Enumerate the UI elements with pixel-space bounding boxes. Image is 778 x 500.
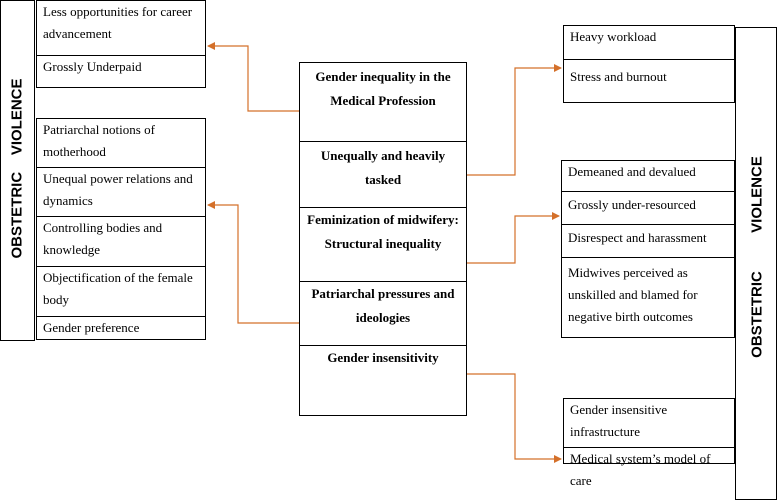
right-top-box: Heavy workload Stress and burnout [563,25,735,103]
center-item-gender-insensitivity: Gender insensitivity [300,345,466,417]
list-item: Patriarchal notions of motherhood [43,122,155,159]
list-item: Objectification of the female body [37,266,205,316]
center-item-gender-inequality: Gender inequality in the Medical Profess… [315,69,451,108]
list-item: Less opportunities for career advancemen… [43,4,193,41]
left-obstetric-violence-band [0,0,35,341]
center-item-unequally-tasked: Unequally and heavily tasked [300,141,466,207]
arrow-to-patriarchal-box [207,201,299,324]
list-item: Grossly under-resourced [562,191,734,224]
list-item: Midwives perceived as unskilled and blam… [562,257,734,339]
right-obstetric-violence-band [735,27,777,500]
list-item: Stress and burnout [564,59,734,104]
list-item: Medical system’s model of care [564,447,734,488]
list-item: Unequal power relations and dynamics [37,167,205,216]
arrow-to-demeaned-box [467,212,560,264]
list-item: Grossly Underpaid [37,55,205,89]
arrow-to-infrastructure-box [467,373,562,463]
list-item: Gender insensitive infrastructure [570,402,668,439]
list-item: Gender preference [37,316,205,341]
list-item: Demeaned and devalued [568,164,696,179]
right-bottom-box: Gender insensitive infrastructure Medica… [563,398,735,488]
list-item: Heavy workload [570,29,657,44]
arrow-to-career-box [207,42,299,112]
left-bottom-box: Patriarchal notions of motherhood Unequa… [36,118,206,340]
center-item-patriarchal-pressures: Patriarchal pressures and ideologies [300,281,466,345]
center-box: Gender inequality in the Medical Profess… [299,62,467,416]
list-item: Controlling bodies and knowledge [37,216,205,266]
left-top-box: Less opportunities for career advancemen… [36,0,206,88]
arrow-to-workload-box [467,64,562,176]
center-item-feminization: Feminization of midwifery: Structural in… [300,207,466,281]
list-item: Disrespect and harassment [562,224,734,257]
right-middle-box: Demeaned and devalued Grossly under-reso… [561,160,735,338]
